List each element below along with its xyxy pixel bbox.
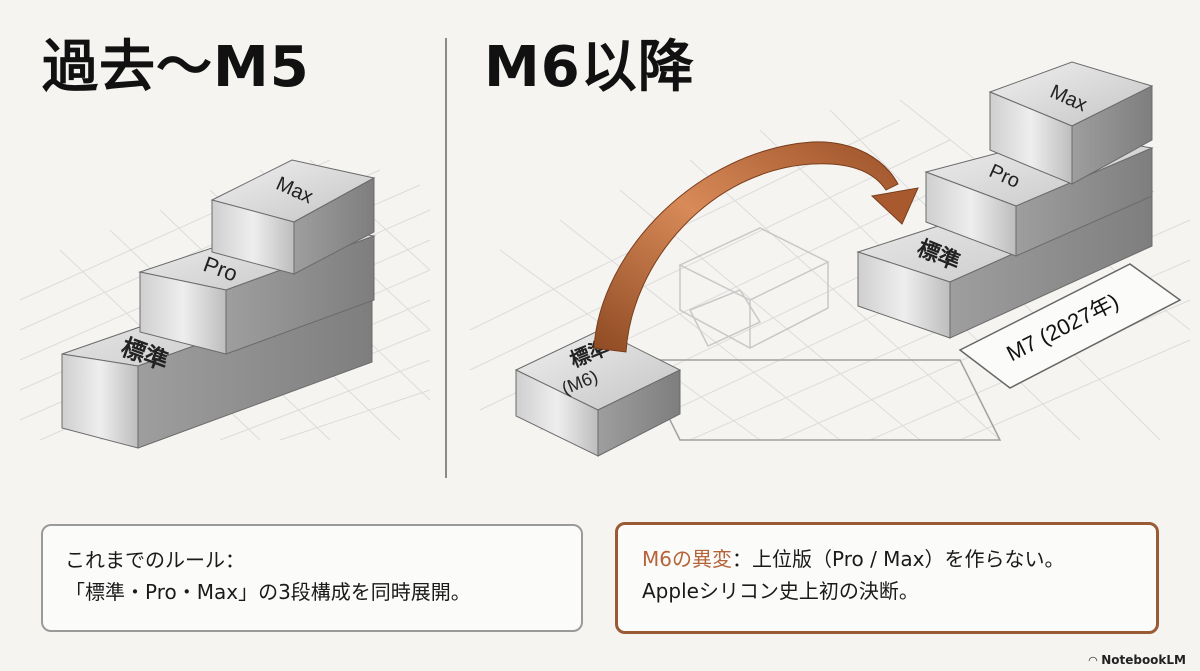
callout-m6-lead: M6の異変 xyxy=(642,547,732,571)
callout-m6: M6の異変：上位版（Pro / Max）を作らない。 Appleシリコン史上初の… xyxy=(615,522,1159,634)
notebooklm-logo-icon: ◠ xyxy=(1088,653,1098,667)
title-right: M6以降 xyxy=(484,35,695,100)
callout-rule: これまでのルール： 「標準・Pro・Max」の3段構成を同時展開。 xyxy=(41,524,583,632)
title-left: 過去〜M5 xyxy=(42,35,310,100)
callout-rule-line1: これまでのルール： xyxy=(65,548,245,572)
brand-watermark: ◠ NotebookLM xyxy=(1089,653,1186,667)
block-max-left xyxy=(210,159,376,275)
panel-divider xyxy=(445,38,447,478)
brand-name: NotebookLM xyxy=(1101,653,1186,667)
callout-m6-line1: M6の異変：上位版（Pro / Max）を作らない。 xyxy=(642,543,1134,575)
callout-m6-line2: Appleシリコン史上初の決断。 xyxy=(642,579,919,603)
diagram-illustration: Max Pro 標準 標準 (M6) M7 (2027年) xyxy=(19,61,1191,457)
arrow-icon xyxy=(593,141,919,353)
m7-label-plate xyxy=(958,263,1182,389)
block-max-m7 xyxy=(988,61,1154,185)
callout-rule-line2: 「標準・Pro・Max」の3段構成を同時展開。 xyxy=(65,580,471,604)
callout-m6-line1-rest: ：上位版（Pro / Max）を作らない。 xyxy=(731,547,1065,571)
block-m6-standard xyxy=(514,329,682,457)
